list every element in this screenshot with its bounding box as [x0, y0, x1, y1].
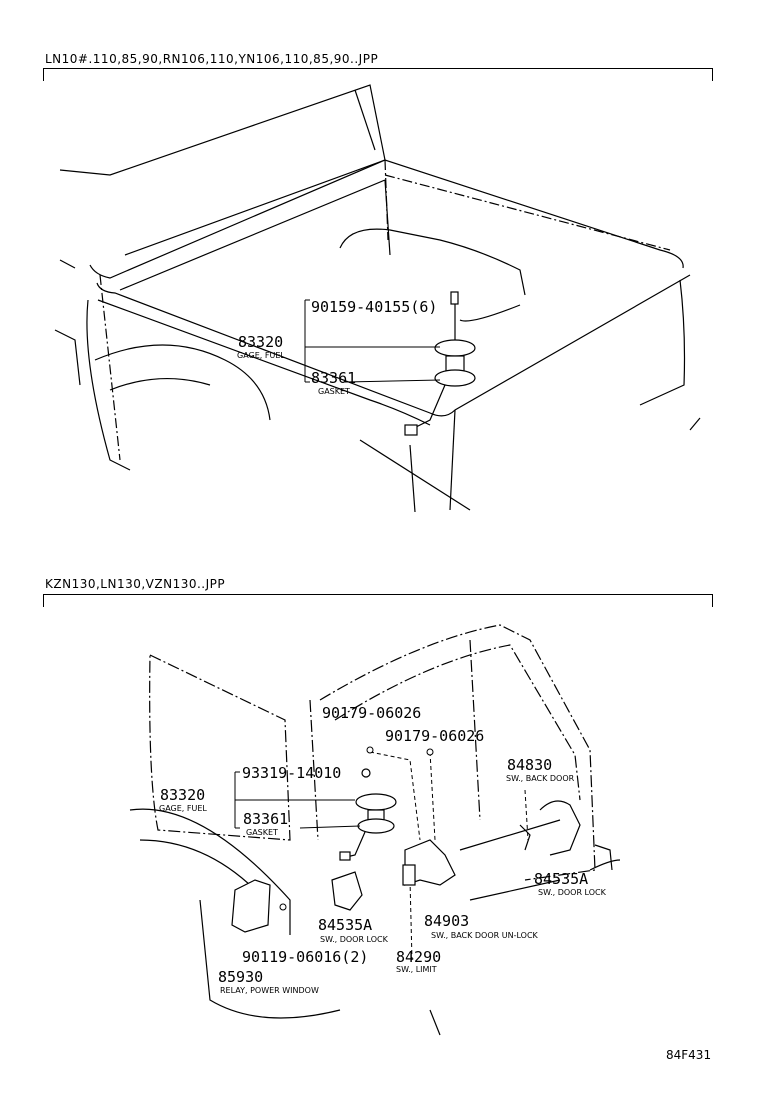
fuel-gage-part-bottom — [339, 768, 397, 861]
section-1-rule — [43, 68, 713, 81]
section-1-title: LN10#.110,85,90,RN106,110,YN106,110,85,9… — [45, 52, 379, 66]
callout-part-no: 90179-06026 — [322, 704, 421, 722]
callout-desc: SW., BACK DOOR — [506, 774, 575, 783]
callout-desc: SW., DOOR LOCK — [538, 888, 607, 897]
callout-desc: GASKET — [246, 828, 278, 837]
callout-part-no: 93319-14010 — [242, 764, 341, 782]
callout-part-no: 90119-06016(2) — [242, 948, 368, 966]
callout-desc: SW., DOOR LOCK — [320, 935, 389, 944]
callout-desc: GASKET — [318, 387, 350, 396]
leader-lines-top — [304, 299, 441, 383]
illustration-code: 84F431 — [666, 1048, 712, 1062]
callout-part-no: 85930 — [218, 968, 263, 986]
connection-lines-bottom — [369, 751, 529, 961]
callout-part-no: 84903 — [424, 912, 469, 930]
power-window-relay — [231, 879, 271, 933]
leader-lines-bottom — [234, 771, 361, 829]
callout-desc: SW., LIMIT — [396, 965, 437, 974]
callout-part-no: 90179-06026 — [385, 727, 484, 745]
section-2-title: KZN130,LN130,VZN130..JPP — [45, 577, 226, 591]
callouts-top: 90159-40155(6) 83320 GAGE, FUEL 83361 GA… — [237, 298, 437, 396]
section-2-rule — [43, 594, 713, 607]
callout-part-no: 90159-40155(6) — [311, 298, 437, 316]
callout-desc: SW., BACK DOOR UN-LOCK — [431, 931, 539, 940]
suv-rear-drawing — [129, 624, 621, 1036]
fuel-gage-part-top — [404, 291, 476, 436]
back-door-unlock-switch — [402, 839, 456, 886]
callout-part-no: 83361 — [311, 369, 356, 387]
pickup-bed-drawing — [54, 84, 701, 513]
callout-part-no: 83361 — [243, 810, 288, 828]
callout-part-no: 84830 — [507, 756, 552, 774]
callout-desc: GAGE, FUEL — [159, 804, 207, 813]
callout-part-no: 84290 — [396, 948, 441, 966]
door-lock-switch-left — [331, 871, 363, 911]
callout-part-no: 84535A — [534, 870, 588, 888]
callouts-bottom: 90179-06026 90179-06026 84830 SW., BACK … — [159, 704, 607, 995]
door-lock-switch-right — [519, 800, 581, 856]
callout-desc: GAGE, FUEL — [237, 351, 285, 360]
bolt-icons — [279, 746, 434, 911]
callout-part-no: 83320 — [160, 786, 205, 804]
callout-part-no: 83320 — [238, 333, 283, 351]
callout-part-no: 84535A — [318, 916, 372, 934]
callout-desc: RELAY, POWER WINDOW — [220, 986, 319, 995]
